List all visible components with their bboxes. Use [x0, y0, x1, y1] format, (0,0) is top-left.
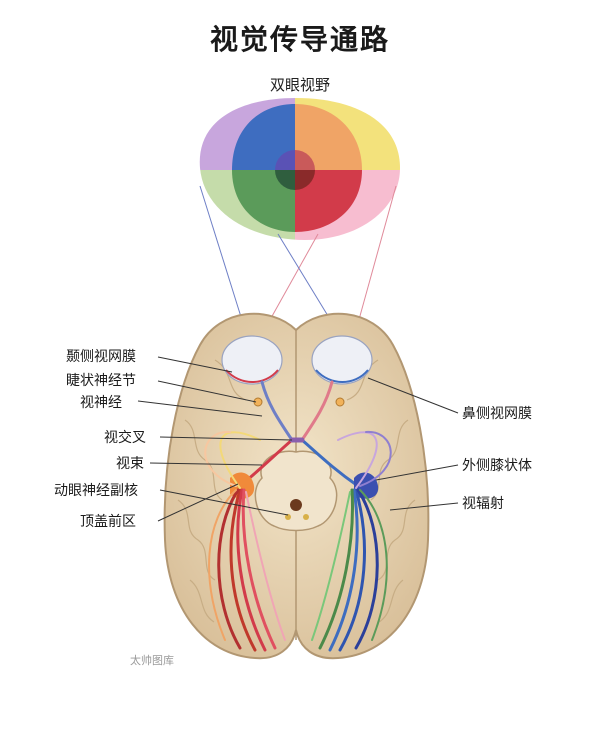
pretectal-nucleus-right	[303, 514, 309, 520]
diagram-title: 视觉传导通路	[209, 23, 390, 56]
label-accessory-oculomotor-nucleus: 动眼神经副核	[54, 483, 138, 499]
left-eyeball	[221, 335, 283, 385]
brain	[163, 312, 430, 660]
watermark-text: 太帅图库	[130, 654, 174, 667]
field-right-upper-inner	[295, 104, 362, 170]
label-pointers	[137, 356, 459, 522]
field-center-lower-right	[295, 170, 315, 190]
field-center-upper-left	[275, 150, 295, 170]
right-optic-nerve	[300, 380, 334, 442]
cerebral-aqueduct	[290, 499, 302, 511]
label-temporal-retina: 颞侧视网膜	[66, 349, 136, 365]
field-left-lower-inner	[232, 170, 295, 232]
right-retina-nasal	[315, 369, 369, 383]
label-lateral-geniculate-body: 外侧膝状体	[462, 458, 532, 474]
label-optic-nerve: 视神经	[80, 395, 122, 411]
optic-radiation-left	[204, 430, 286, 652]
pretectal-nucleus-left	[285, 514, 291, 520]
label-optic-tract: 视束	[116, 456, 144, 472]
eyes	[221, 335, 373, 385]
right-eyeball	[311, 335, 373, 385]
optic-radiation-right	[311, 430, 392, 652]
field-center-lower-left	[275, 170, 295, 190]
left-retina-temporal	[225, 369, 279, 383]
brain-gyri	[177, 359, 416, 623]
label-ciliary-ganglion: 睫状神经节	[66, 373, 136, 389]
brainstem	[254, 450, 338, 532]
label-pretectal-area: 顶盖前区	[80, 514, 136, 530]
right-optic-tract	[300, 438, 360, 488]
left-optic-nerve	[260, 380, 294, 442]
label-optic-radiation: 视辐射	[462, 496, 504, 512]
ciliary-ganglion-right	[335, 397, 345, 407]
label-optic-chiasm: 视交叉	[104, 430, 146, 446]
visual-field	[199, 98, 400, 240]
label-nasal-retina: 鼻侧视网膜	[462, 406, 532, 422]
field-right-lower-inner	[295, 170, 362, 232]
field-center-upper-right	[295, 150, 315, 170]
visual-field-label: 双眼视野	[269, 76, 330, 94]
field-left-upper-inner	[232, 104, 295, 170]
